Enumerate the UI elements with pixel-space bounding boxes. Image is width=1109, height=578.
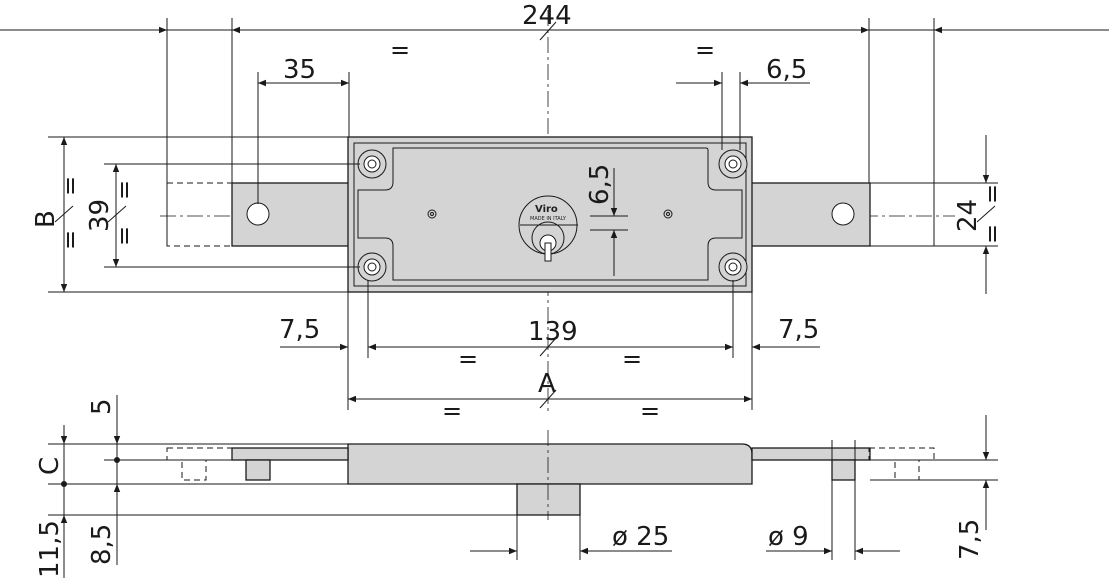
dim-dot-upper bbox=[114, 457, 120, 463]
dim-7-5-pin: 7,5 bbox=[955, 519, 985, 560]
equal-mark-a-right: = bbox=[640, 397, 660, 425]
dim-6-5-top: 6,5 bbox=[766, 55, 807, 85]
left-bar-side bbox=[231, 447, 349, 461]
rivet-right bbox=[663, 209, 673, 219]
left-bar-extended-outline bbox=[166, 182, 233, 247]
equal-mark-139-right: = bbox=[622, 345, 642, 373]
dim-7-5-left: 7,5 bbox=[279, 315, 320, 345]
right-bar-hole bbox=[831, 202, 855, 226]
dim-5: 5 bbox=[87, 398, 117, 415]
made-in-italy-text: MADE IN ITALY bbox=[530, 216, 567, 222]
screw-top-right bbox=[718, 149, 748, 179]
equal-mark-top-right: = bbox=[695, 36, 715, 64]
dim-139: 139 bbox=[528, 317, 578, 347]
dim-diameter-25: ø 25 bbox=[612, 522, 669, 552]
dim-11-5: 11,5 bbox=[35, 520, 65, 578]
lock-body-side bbox=[347, 443, 753, 485]
equal-mark-b-top: = bbox=[56, 176, 84, 196]
equal-mark-39-bottom: = bbox=[110, 226, 138, 246]
dim-A: A bbox=[538, 369, 556, 399]
equal-mark-24-bottom: = bbox=[978, 224, 1006, 244]
equal-mark-a-left: = bbox=[442, 397, 462, 425]
equal-mark-39-top: = bbox=[110, 180, 138, 200]
cylinder-side bbox=[516, 483, 581, 516]
dim-35: 35 bbox=[283, 55, 316, 85]
dim-dot-lower bbox=[61, 481, 67, 487]
screw-bottom-right bbox=[718, 252, 748, 282]
dim-C: C bbox=[35, 457, 65, 475]
left-pin bbox=[245, 459, 271, 481]
dim-B: B bbox=[31, 210, 61, 228]
equal-mark-139-left: = bbox=[458, 345, 478, 373]
right-pin bbox=[831, 459, 856, 481]
cylinder bbox=[518, 195, 578, 262]
screw-top-left bbox=[357, 149, 387, 179]
dim-24: 24 bbox=[953, 199, 983, 232]
screw-bottom-left bbox=[357, 252, 387, 282]
dim-diameter-9: ø 9 bbox=[768, 522, 809, 552]
right-bar-extended-outline bbox=[868, 182, 935, 247]
side-view: C 5 8,5 11,5 ø 25 ø 9 7,5 bbox=[35, 395, 998, 578]
dim-6-5-cylinder: 6,5 bbox=[585, 164, 615, 205]
left-bar-hole bbox=[246, 202, 270, 226]
dim-7-5-right: 7,5 bbox=[778, 315, 819, 345]
equal-mark-b-bottom: = bbox=[56, 230, 84, 250]
equal-mark-top-left: = bbox=[390, 36, 410, 64]
equal-mark-24-top: = bbox=[978, 184, 1006, 204]
top-view: Viro MADE IN ITALY 244 = = 35 6,5 B = bbox=[0, 1, 1109, 425]
dim-39: 39 bbox=[85, 199, 115, 232]
brand-logo: Viro bbox=[535, 204, 558, 215]
right-bar-side-extended bbox=[868, 447, 935, 461]
dim-8-5: 8,5 bbox=[87, 524, 117, 565]
rivet-left bbox=[427, 209, 437, 219]
left-bar-side-extended bbox=[166, 447, 233, 461]
lock-body-inner bbox=[353, 142, 747, 287]
right-bar-side bbox=[751, 447, 871, 461]
dim-244: 244 bbox=[522, 1, 572, 31]
